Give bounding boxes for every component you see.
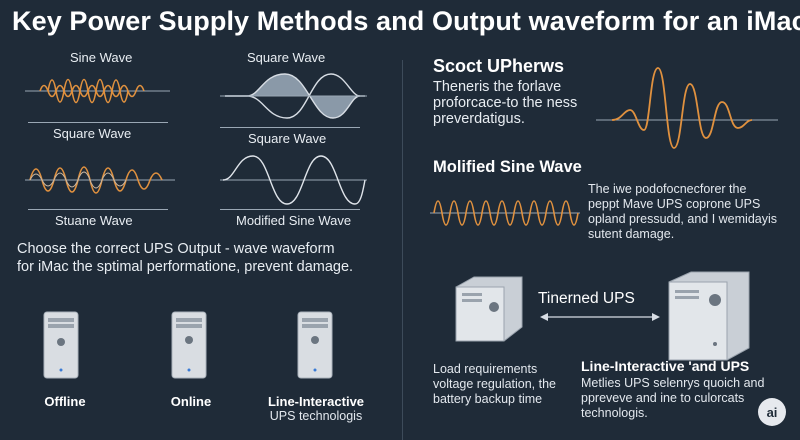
online-label: Online [170, 394, 212, 409]
section2-heading: Molified Sine Wave [433, 158, 582, 176]
large-ups-icon [668, 271, 750, 361]
modified-divider [220, 209, 360, 210]
load-line-3: battery backup time [433, 392, 543, 406]
load-line-2: voltage regulation, the [433, 377, 557, 391]
section1-line-1: Theneris the forlave [433, 79, 562, 95]
section2-line-3: opland pressudd, and I wemidayis [588, 212, 778, 226]
offline-label: Offline [44, 394, 86, 409]
line-interactive-text-2: ppreveve and ine to culorcats [581, 391, 745, 405]
square-divider [220, 127, 360, 128]
square-wave-graph [220, 73, 367, 119]
sine-divider [28, 122, 168, 123]
tinerned-ups-label: Tinerned UPS [538, 290, 635, 307]
load-line-1: Load requirements [433, 362, 538, 376]
ai-badge: ai [758, 398, 786, 426]
sine-wave-label: Sine Wave [70, 50, 133, 65]
square-wave-label-top: Square Wave [247, 50, 326, 65]
line-interactive-sub: UPS technologis [269, 409, 363, 423]
online-ups-icon [171, 311, 207, 379]
square-wave-label-left: Square Wave [53, 126, 132, 141]
square-wave-label-right: Square Wave [248, 131, 327, 146]
stuane-divider [28, 209, 168, 210]
large-ups-frame [665, 270, 753, 367]
page-title: Key Power Supply Methods and Output wave… [12, 6, 800, 36]
modified-sine-graph [220, 155, 367, 205]
sine-wave-graph [25, 78, 170, 104]
section1-line-2: proforcace-to the ness [433, 95, 578, 111]
section2-line-2: peppt Mave UPS coprone UPS [588, 197, 761, 211]
offline-ups-icon [43, 311, 79, 379]
section2-line-1: The iwe podofocnecforer the [588, 182, 747, 196]
section1-wave-graph [596, 67, 778, 149]
line-interactive-label: Line-Interactive [267, 394, 365, 409]
section1-line-3: preverdatigus. [433, 111, 525, 127]
line-interactive-ups-icon [297, 311, 333, 379]
line-interactive-text-1: Metlies UPS selenrys quoich and [581, 376, 765, 390]
modified-sine-label: Modified Sine Wave [236, 213, 352, 228]
stuane-wave-label: Stuane Wave [55, 213, 133, 228]
instruction-line-2: for iMac the sptimal performatione, prev… [17, 259, 354, 275]
section2-line-4: sutent damage. [588, 227, 675, 241]
line-interactive-heading: Line-Interactive 'and UPS [581, 358, 750, 374]
panel-divider [402, 60, 403, 440]
instruction-line-1: Choose the correct UPS Output - wave wav… [17, 241, 335, 257]
line-interactive-text-3: technologis. [581, 406, 648, 420]
stuane-wave-graph [25, 166, 175, 194]
section1-heading: Scoct UPherws [433, 56, 565, 76]
section2-wave-graph [430, 200, 580, 226]
double-arrow-icon [540, 313, 660, 321]
small-ups-icon [455, 276, 523, 342]
